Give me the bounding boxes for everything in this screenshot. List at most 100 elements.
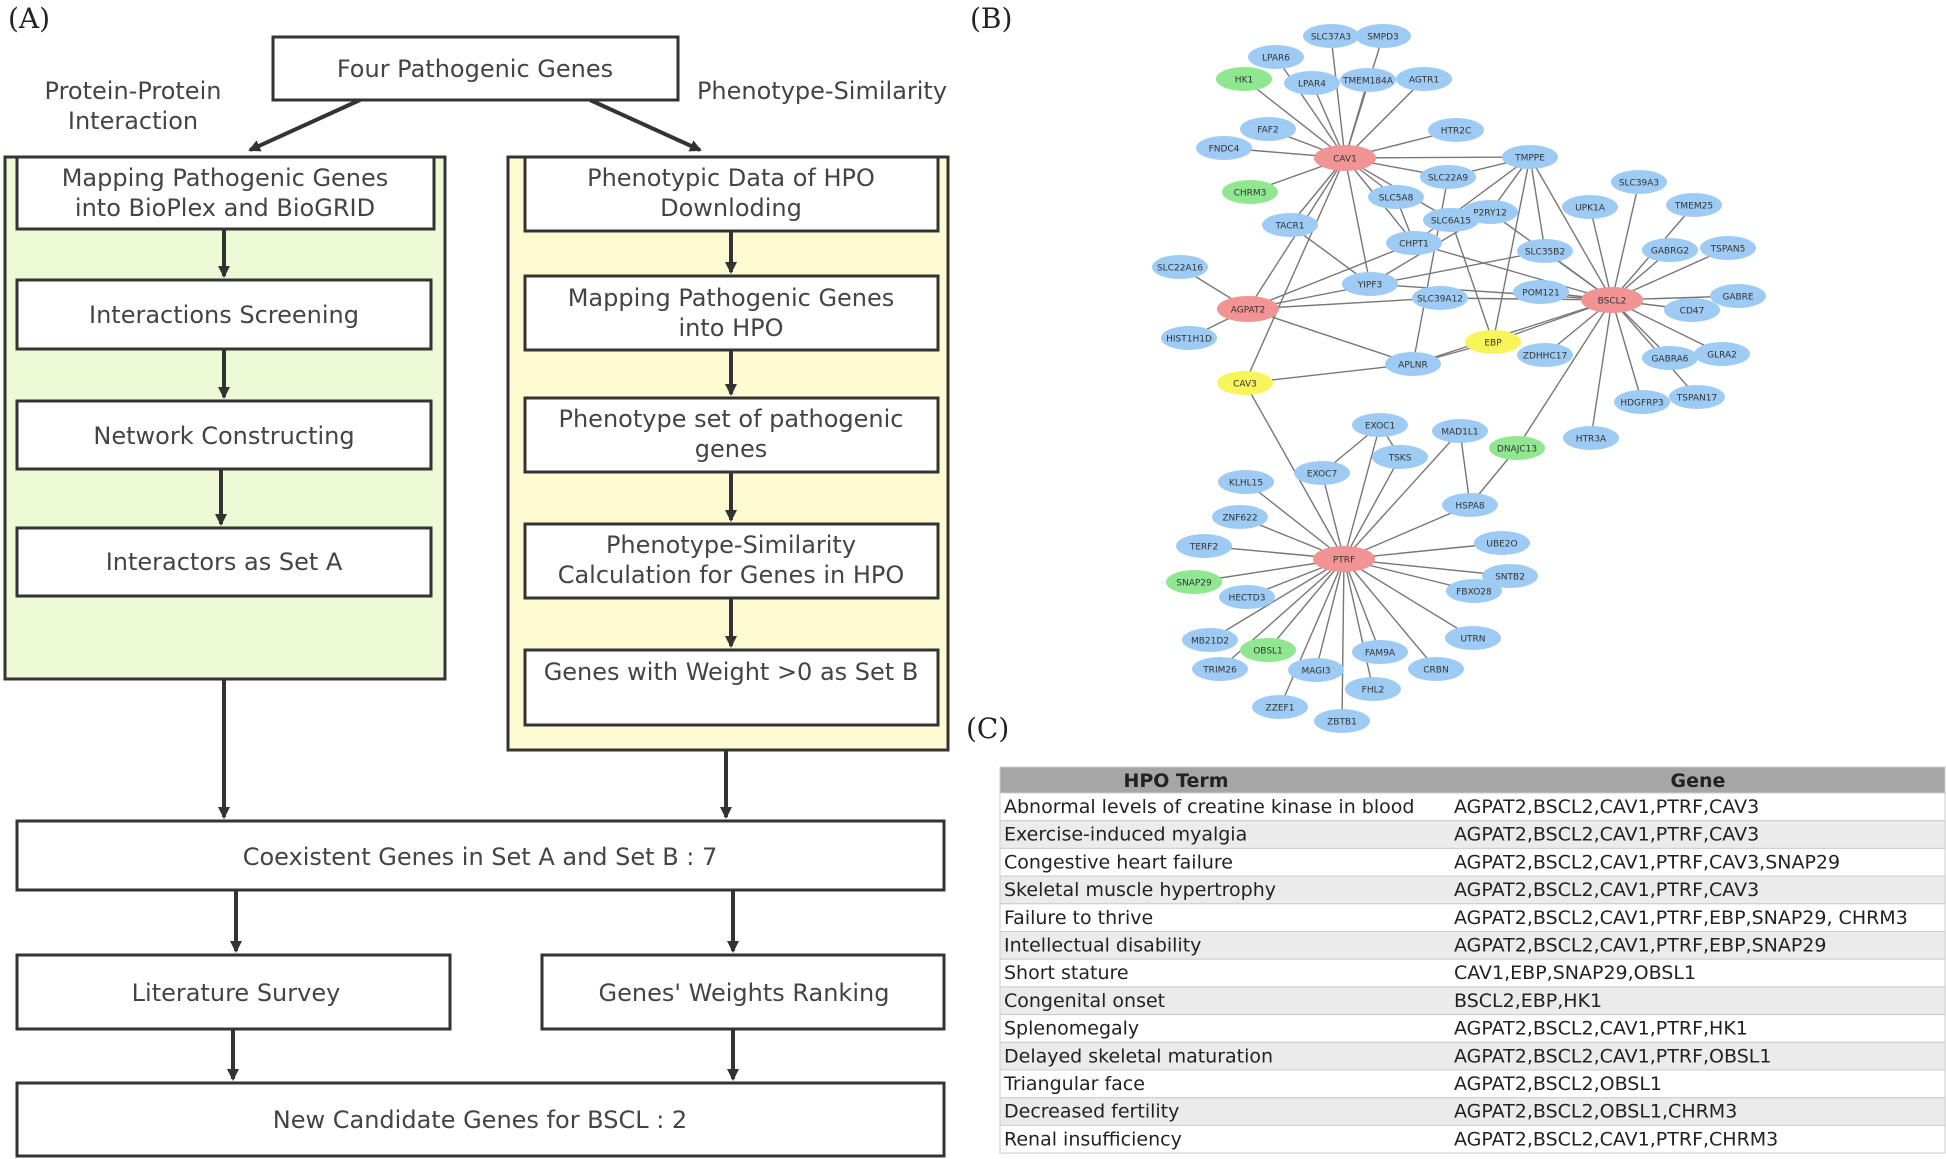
node-label: SMPD3 xyxy=(1367,33,1399,43)
network-edge xyxy=(1412,299,1613,365)
node-ellipse xyxy=(1352,413,1408,437)
node-ellipse xyxy=(1408,657,1464,681)
node-ellipse xyxy=(1182,628,1238,652)
node-ellipse xyxy=(1248,45,1304,69)
gene-cell: AGPAT2,BSCL2,OBSL1,CHRM3 xyxy=(1454,1101,1737,1123)
node-ellipse xyxy=(1294,461,1350,485)
network-node: GABRE xyxy=(1710,284,1766,308)
node-ellipse xyxy=(1428,118,1484,142)
node-ellipse xyxy=(1303,24,1359,48)
node-label: TERF2 xyxy=(1189,543,1218,553)
node-label: PTRF xyxy=(1333,556,1355,566)
node-ellipse xyxy=(1252,695,1308,719)
header-hpo-term: HPO Term xyxy=(1123,770,1228,792)
node-ellipse xyxy=(1355,24,1411,48)
node-label: TMPPE xyxy=(1514,154,1545,164)
network-node: GLRA2 xyxy=(1694,342,1750,366)
phenotype-similarity-branch-label: Phenotype-Similarity xyxy=(697,77,947,105)
network-node: CAV1 xyxy=(1314,145,1376,171)
node-ellipse xyxy=(1666,193,1722,217)
node-label: GABRA6 xyxy=(1651,355,1688,365)
network-node: FAM9A xyxy=(1352,640,1408,664)
node-label: CD47 xyxy=(1680,307,1705,317)
node-ellipse xyxy=(1611,170,1667,194)
hpo-term-cell: Renal insufficiency xyxy=(1004,1128,1182,1150)
node-label: ZZEF1 xyxy=(1266,704,1295,714)
pathogenic-genes-label: Four Pathogenic Genes xyxy=(337,55,613,83)
network-edge xyxy=(1343,558,1437,670)
panel-b-label: (B) xyxy=(970,2,1012,35)
node-ellipse xyxy=(1222,180,1278,204)
node-label: HECTD3 xyxy=(1229,594,1266,604)
network-node: TSKS xyxy=(1372,445,1428,469)
network-edge xyxy=(1243,78,1346,159)
network-node: EXOC1 xyxy=(1352,413,1408,437)
network-node: SLC35B2 xyxy=(1517,239,1573,263)
candidate-genes-box xyxy=(15,1081,946,1158)
network-edge xyxy=(1247,308,1414,365)
ppi-step-2: Interactions Screening xyxy=(15,278,433,351)
node-ellipse xyxy=(1372,445,1428,469)
network-edge xyxy=(1343,558,1474,639)
weights-ranking-label: Genes' Weights Ranking xyxy=(599,979,890,1007)
hpo-term-cell: Delayed skeletal maturation xyxy=(1004,1045,1273,1067)
network-edge xyxy=(1267,558,1345,651)
network-node: SLC6A15 xyxy=(1423,208,1479,232)
network-node: SNAP29 xyxy=(1166,570,1222,594)
table-header-row xyxy=(999,766,1946,794)
node-label: CHRM3 xyxy=(1234,189,1267,199)
gene-cell: AGPAT2,BSCL2,CAV1,PTRF,EBP,SNAP29, CHRM3 xyxy=(1454,907,1908,929)
panel-a-label: (A) xyxy=(8,2,50,35)
node-label: YIPF3 xyxy=(1357,281,1382,291)
network-node: MB21D2 xyxy=(1182,628,1238,652)
node-ellipse xyxy=(1340,68,1396,92)
hpo-term-cell: Triangular face xyxy=(1003,1073,1145,1095)
gene-cell: AGPAT2,BSCL2,OBSL1 xyxy=(1454,1073,1662,1095)
table-row xyxy=(999,847,1946,877)
node-ellipse xyxy=(1412,286,1468,310)
network-node: SLC22A9 xyxy=(1420,165,1476,189)
network-node: CD47 xyxy=(1664,298,1720,322)
node-ellipse xyxy=(1313,546,1375,572)
node-label: LPAR6 xyxy=(1262,54,1290,64)
node-label: HSPA8 xyxy=(1455,502,1484,512)
network-edge xyxy=(1344,79,1369,159)
network-node: TSPAN17 xyxy=(1669,385,1725,409)
node-label: GLRA2 xyxy=(1707,351,1737,361)
node-label: HK1 xyxy=(1235,76,1253,86)
node-ellipse xyxy=(1176,534,1232,558)
node-ellipse xyxy=(1219,585,1275,609)
node-ellipse xyxy=(1517,343,1573,367)
node-ellipse xyxy=(1445,626,1501,650)
hpo-term-cell: Abnormal levels of creatine kinase in bl… xyxy=(1004,796,1414,818)
network-edge xyxy=(1343,558,1374,690)
panel-c-label: (C) xyxy=(966,712,1009,745)
network-node: CRBN xyxy=(1408,657,1464,681)
node-ellipse xyxy=(1474,531,1530,555)
node-label: TSPAN5 xyxy=(1710,245,1746,255)
table-row xyxy=(999,792,1946,822)
network-node: FBXO28 xyxy=(1446,579,1502,603)
gene-cell: AGPAT2,BSCL2,CAV1,PTRF,EBP,SNAP29 xyxy=(1454,935,1826,957)
node-label: CHPT1 xyxy=(1399,240,1429,250)
node-label: MAGI3 xyxy=(1301,667,1330,677)
network-node: AGPAT2 xyxy=(1217,296,1279,322)
network-node: HSPA8 xyxy=(1442,493,1498,517)
node-label: FBXO28 xyxy=(1456,588,1492,598)
gene-cell: AGPAT2,BSCL2,CAV1,PTRF,HK1 xyxy=(1454,1018,1748,1040)
network-edge xyxy=(1343,424,1381,560)
node-ellipse xyxy=(1240,638,1296,662)
node-label: SLC5A8 xyxy=(1379,194,1414,204)
node-label: TSKS xyxy=(1388,454,1412,464)
node-label: ZDHHC17 xyxy=(1523,352,1567,362)
network-edge xyxy=(1344,157,1371,285)
network-node: TRIM26 xyxy=(1192,657,1248,681)
node-ellipse xyxy=(1196,136,1252,160)
